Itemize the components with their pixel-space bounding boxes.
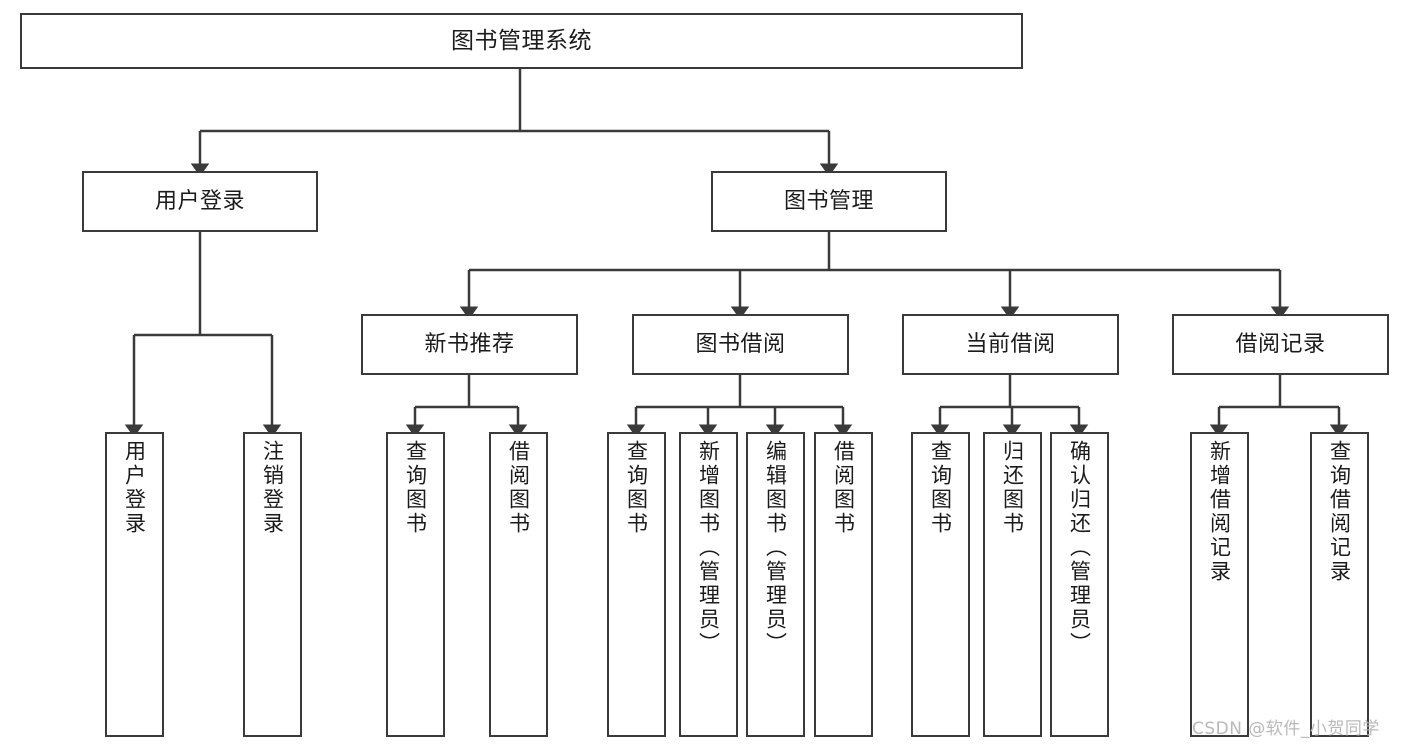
- node-new-book-recommend[interactable]: 新书推荐: [361, 314, 578, 375]
- leaf-node[interactable]: 新增借阅记录: [1190, 432, 1249, 737]
- leaf-node[interactable]: 新增图书（管理员）: [679, 432, 738, 737]
- leaf-node[interactable]: 查询借阅记录: [1310, 432, 1369, 737]
- node-label: 图书管理: [783, 188, 874, 214]
- node-label: 新书推荐: [424, 331, 515, 357]
- node-label: 编辑图书（管理员）: [763, 440, 788, 656]
- node-label: 用户登录: [122, 440, 147, 536]
- node-label: 新增图书（管理员）: [696, 440, 721, 656]
- node-label: 借阅图书: [506, 440, 531, 536]
- node-label: 图书借阅: [695, 331, 786, 357]
- node-label: 查询图书: [928, 440, 953, 536]
- node-borrow-record[interactable]: 借阅记录: [1172, 314, 1389, 375]
- node-label: 借阅图书: [831, 440, 856, 536]
- node-label: 归还图书: [1000, 440, 1025, 536]
- node-label: 注销登录: [260, 440, 285, 536]
- node-book-management[interactable]: 图书管理: [711, 171, 947, 232]
- leaf-node[interactable]: 确认归还（管理员）: [1050, 432, 1109, 737]
- node-user-login[interactable]: 用户登录: [82, 171, 318, 232]
- node-current-borrow[interactable]: 当前借阅: [902, 314, 1119, 375]
- leaf-node[interactable]: 用户登录: [105, 432, 164, 737]
- node-label: 当前借阅: [965, 331, 1056, 357]
- node-label: 查询图书: [403, 440, 428, 536]
- leaf-node[interactable]: 查询图书: [911, 432, 970, 737]
- leaf-node[interactable]: 编辑图书（管理员）: [746, 432, 805, 737]
- node-root[interactable]: 图书管理系统: [20, 13, 1023, 69]
- node-label: 用户登录: [154, 188, 245, 214]
- node-label: 查询图书: [624, 440, 649, 536]
- watermark-text: CSDN @软件_小贺同学: [1192, 719, 1380, 739]
- leaf-node[interactable]: 归还图书: [983, 432, 1042, 737]
- node-book-borrow[interactable]: 图书借阅: [632, 314, 849, 375]
- node-label: 确认归还（管理员）: [1067, 440, 1092, 656]
- node-label: 图书管理系统: [451, 27, 592, 54]
- leaf-node[interactable]: 查询图书: [386, 432, 445, 737]
- leaf-node[interactable]: 借阅图书: [489, 432, 548, 737]
- leaf-node[interactable]: 注销登录: [243, 432, 302, 737]
- leaf-node[interactable]: 借阅图书: [814, 432, 873, 737]
- node-label: 新增借阅记录: [1207, 440, 1232, 584]
- leaf-node[interactable]: 查询图书: [607, 432, 666, 737]
- node-label: 借阅记录: [1235, 331, 1326, 357]
- node-label: 查询借阅记录: [1327, 440, 1352, 584]
